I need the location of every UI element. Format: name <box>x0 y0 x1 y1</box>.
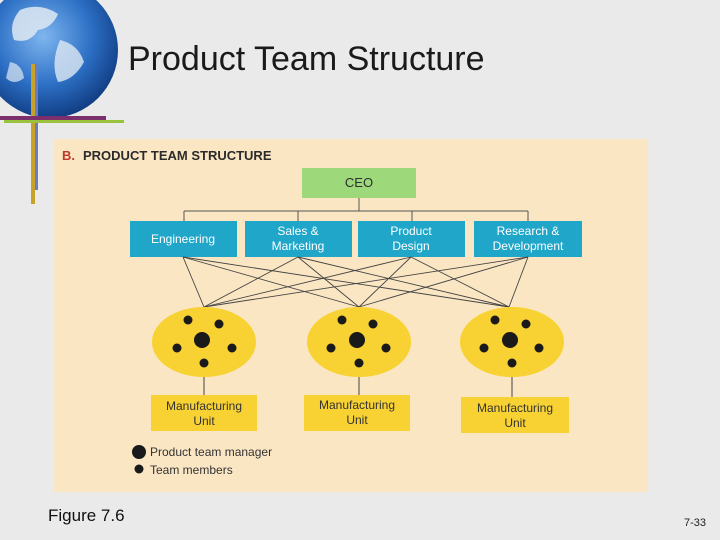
section-title: PRODUCT TEAM STRUCTURE <box>83 148 272 163</box>
section-letter: B. <box>62 148 75 163</box>
decor-horizontal-line <box>0 116 106 120</box>
slide-title: Product Team Structure <box>128 40 485 78</box>
page-number: 7-33 <box>684 517 707 529</box>
decor-horizontal-line-green <box>4 120 124 123</box>
decor-vertical-line-blue <box>35 64 38 190</box>
dept-design-label-2: Design <box>392 239 429 253</box>
dept-engineering-label: Engineering <box>151 232 215 246</box>
org-diagram: B. PRODUCT TEAM STRUCTURE CEO <box>62 148 582 477</box>
cross-connectors <box>182 256 529 308</box>
manufacturing-unit-2 <box>304 395 410 431</box>
dept-box-engineering <box>130 221 237 257</box>
dept-research-label-1: Research & <box>497 224 560 238</box>
department-boxes <box>130 221 582 257</box>
dept-box-product-design <box>358 221 465 257</box>
dept-research-label-2: Development <box>493 239 564 253</box>
legend-member-dot <box>134 464 144 474</box>
unit-connectors <box>203 377 513 397</box>
ceo-connectors <box>183 198 529 221</box>
unit-1-label-1: Manufacturing <box>166 399 242 413</box>
globe-icon <box>0 0 118 118</box>
unit-2-label-1: Manufacturing <box>319 398 395 412</box>
figure-caption: Figure 7.6 <box>48 506 125 525</box>
legend-manager-label: Product team manager <box>150 445 272 459</box>
dept-box-sales <box>245 221 352 257</box>
manufacturing-unit-3 <box>461 397 569 433</box>
ceo-box <box>302 168 416 198</box>
team-2 <box>307 307 411 377</box>
legend: Product team manager Team members <box>132 445 272 477</box>
figure-panel: B. PRODUCT TEAM STRUCTURE CEO <box>54 139 648 492</box>
unit-2-label-2: Unit <box>346 413 368 427</box>
dept-sales-label-1: Sales & <box>277 224 318 238</box>
team-1 <box>152 307 256 377</box>
legend-member-label: Team members <box>150 463 233 477</box>
dept-design-label-1: Product <box>390 224 432 238</box>
decor-vertical-line <box>31 64 35 204</box>
unit-3-label-2: Unit <box>504 416 526 430</box>
manufacturing-unit-1 <box>151 395 257 431</box>
unit-3-label-1: Manufacturing <box>477 401 553 415</box>
team-3 <box>460 307 564 377</box>
dept-sales-label-2: Marketing <box>272 239 325 253</box>
legend-manager-dot <box>132 445 146 459</box>
ceo-label: CEO <box>345 175 373 190</box>
dept-box-research <box>474 221 582 257</box>
unit-1-label-2: Unit <box>193 414 215 428</box>
